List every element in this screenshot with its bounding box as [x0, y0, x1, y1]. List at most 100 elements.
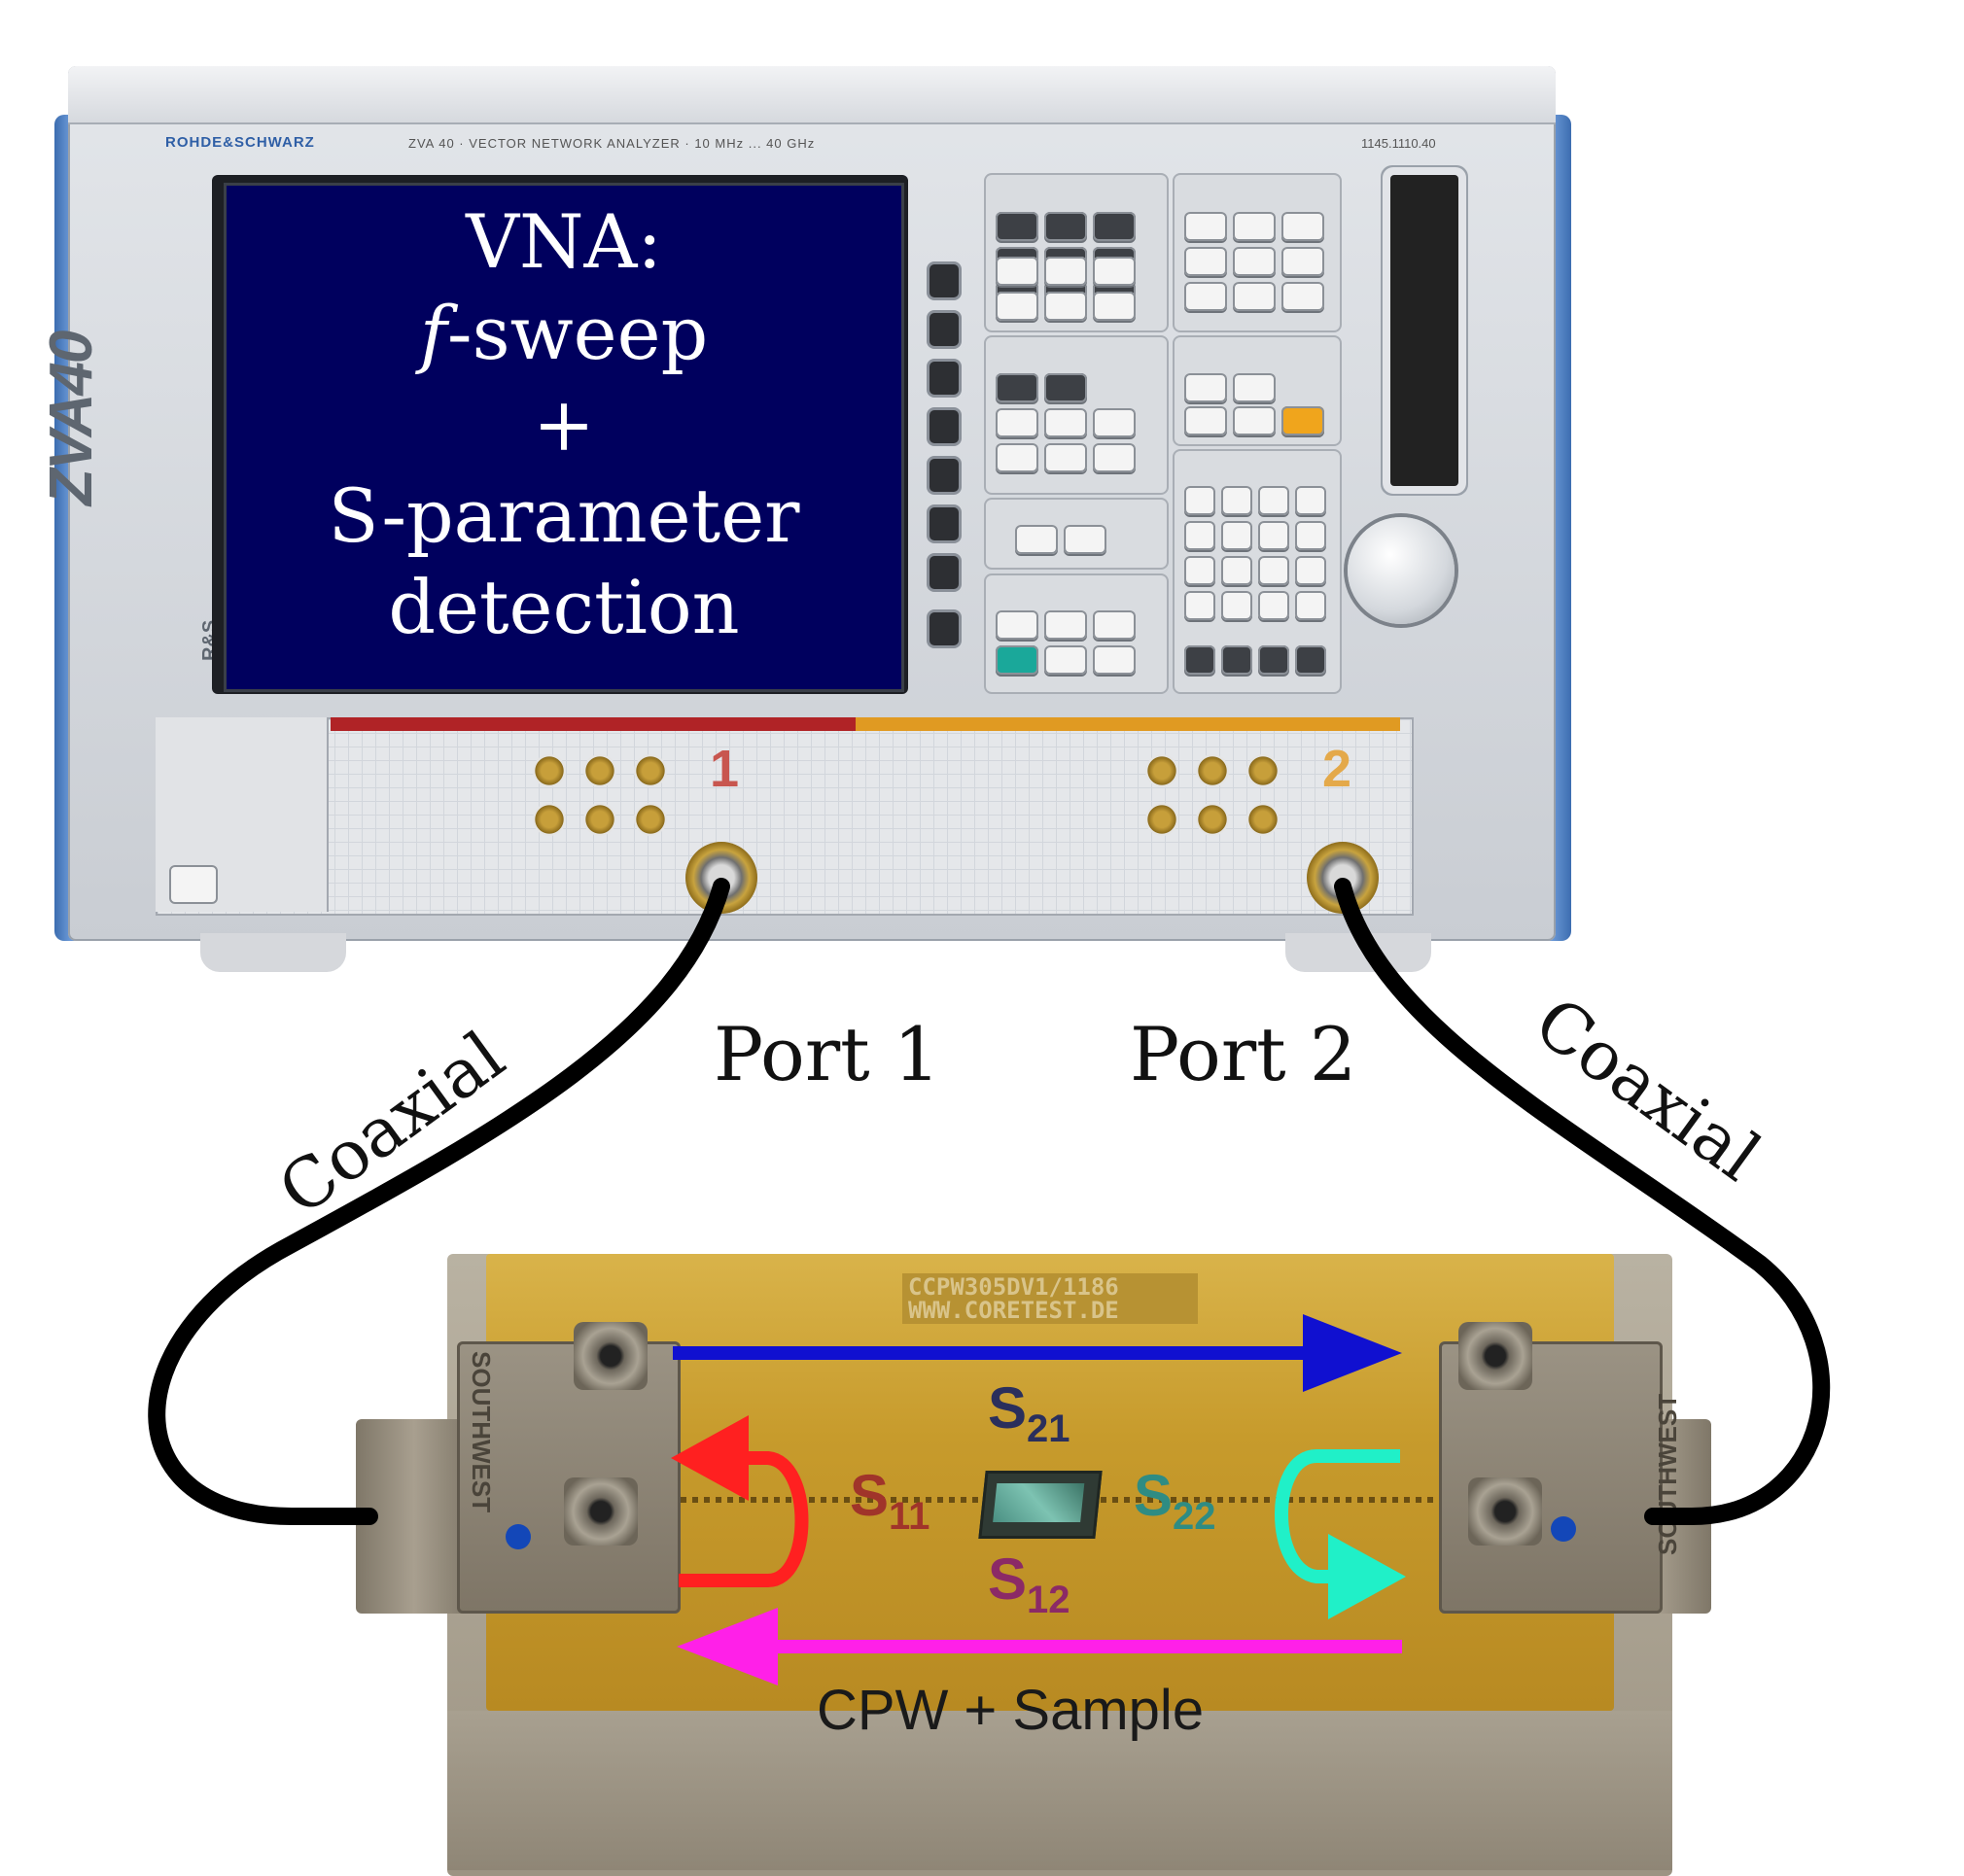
blue-marker	[1551, 1516, 1576, 1542]
screen-line-detection: detection	[388, 564, 740, 650]
instrument-key[interactable]	[996, 408, 1038, 437]
port1-label: Port 1	[714, 1011, 941, 1097]
serial-number: 1145.1110.40	[1361, 136, 1436, 151]
instrument-key[interactable]	[1093, 257, 1136, 286]
s22-label-s: S	[1134, 1463, 1174, 1528]
frequency-symbol: f	[419, 290, 447, 376]
instrument-key[interactable]	[1233, 373, 1276, 402]
instrument-key[interactable]	[1184, 282, 1227, 311]
instrument-key[interactable]	[1295, 591, 1326, 620]
instrument-key[interactable]	[1093, 645, 1136, 675]
s12-arrow-head	[677, 1608, 778, 1685]
screen-line-plus: +	[533, 381, 595, 468]
instrument-key[interactable]	[1281, 212, 1324, 241]
right-coaxial-cable	[1334, 878, 1831, 1525]
sma-screw	[1468, 1477, 1542, 1546]
instrument-key[interactable]	[1044, 373, 1087, 402]
instrument-key[interactable]	[1093, 408, 1136, 437]
fixture-lower-block	[447, 1711, 1672, 1870]
connector	[533, 754, 566, 787]
instrument-key[interactable]	[1233, 247, 1276, 276]
connector	[1246, 754, 1280, 787]
instrument-key[interactable]	[1184, 406, 1227, 435]
instrument-key[interactable]	[1044, 292, 1087, 321]
softkey[interactable]	[929, 362, 959, 395]
vna-screen: VNA: f-sweep + S-parameter detection	[224, 183, 904, 692]
s22-arrow-head	[1328, 1534, 1406, 1619]
instrument-key[interactable]	[1258, 556, 1289, 585]
instrument-key[interactable]	[1064, 525, 1106, 554]
instrument-key[interactable]	[1233, 406, 1276, 435]
rotary-knob[interactable]	[1348, 517, 1455, 624]
instrument-key[interactable]	[1221, 645, 1252, 675]
s21-label-sub: 21	[1027, 1407, 1070, 1450]
instrument-key[interactable]	[1221, 556, 1252, 585]
instrument-key[interactable]	[1044, 212, 1087, 241]
instrument-key[interactable]	[1184, 556, 1215, 585]
instrument-key[interactable]	[1093, 443, 1136, 472]
instrument-key[interactable]	[1233, 282, 1276, 311]
instrument-key[interactable]	[996, 610, 1038, 640]
standby-button[interactable]	[169, 865, 218, 904]
instrument-key[interactable]	[1184, 373, 1227, 402]
instrument-key[interactable]	[996, 443, 1038, 472]
instrument-key[interactable]	[1184, 247, 1227, 276]
softkey[interactable]	[929, 313, 959, 346]
instrument-key[interactable]	[1281, 282, 1324, 311]
instrument-key[interactable]	[996, 212, 1038, 241]
instrument-key[interactable]	[1044, 610, 1087, 640]
instrument-key[interactable]	[1184, 591, 1215, 620]
instrument-key[interactable]	[1221, 486, 1252, 515]
instrument-key[interactable]	[1258, 486, 1289, 515]
sweep-text: -sweep	[446, 290, 709, 376]
port1-number: 1	[710, 740, 740, 798]
instrument-key[interactable]	[1093, 212, 1136, 241]
port2-number: 2	[1322, 740, 1352, 798]
instrument-key[interactable]	[1258, 645, 1289, 675]
softkey[interactable]	[929, 507, 959, 540]
instrument-key[interactable]	[1221, 591, 1252, 620]
instrument-key[interactable]	[996, 257, 1038, 286]
model-line: ZVA 40 · VECTOR NETWORK ANALYZER · 10 MH…	[408, 136, 816, 151]
instrument-key[interactable]	[996, 373, 1038, 402]
local-key[interactable]	[996, 645, 1038, 675]
instrument-key[interactable]	[1184, 521, 1215, 550]
instrument-key[interactable]	[1281, 247, 1324, 276]
vna-top-rail	[68, 66, 1556, 124]
softkey[interactable]	[929, 459, 959, 492]
connector	[634, 754, 667, 787]
sma-screw	[574, 1322, 648, 1390]
preset-key[interactable]	[1281, 406, 1324, 435]
instrument-key[interactable]	[1295, 486, 1326, 515]
instrument-key[interactable]	[1184, 212, 1227, 241]
instrument-key[interactable]	[1258, 591, 1289, 620]
softkey[interactable]	[929, 264, 959, 297]
softkey[interactable]	[929, 556, 959, 589]
instrument-key[interactable]	[1295, 556, 1326, 585]
instrument-key[interactable]	[996, 292, 1038, 321]
instrument-key[interactable]	[1044, 645, 1087, 675]
instrument-key[interactable]	[1233, 212, 1276, 241]
s21-arrow-head	[1303, 1314, 1402, 1392]
softkey[interactable]	[929, 612, 959, 645]
port-panel	[156, 717, 1414, 916]
instrument-key[interactable]	[1221, 521, 1252, 550]
connector	[634, 803, 667, 836]
s12-label-sub: 12	[1027, 1579, 1070, 1621]
instrument-key[interactable]	[1044, 408, 1087, 437]
instrument-key[interactable]	[1184, 486, 1215, 515]
connector	[583, 803, 616, 836]
instrument-key[interactable]	[1044, 443, 1087, 472]
instrument-key[interactable]	[1093, 610, 1136, 640]
instrument-key[interactable]	[1295, 645, 1326, 675]
blue-marker	[506, 1524, 531, 1549]
instrument-key[interactable]	[1044, 257, 1087, 286]
instrument-key[interactable]	[1184, 645, 1215, 675]
card-slot	[1390, 175, 1458, 486]
instrument-key[interactable]	[1015, 525, 1058, 554]
instrument-key[interactable]	[1093, 292, 1136, 321]
softkey[interactable]	[929, 410, 959, 443]
instrument-key[interactable]	[1295, 521, 1326, 550]
stamp-line-1: CCPW305DV1/1186	[908, 1273, 1119, 1301]
instrument-key[interactable]	[1258, 521, 1289, 550]
